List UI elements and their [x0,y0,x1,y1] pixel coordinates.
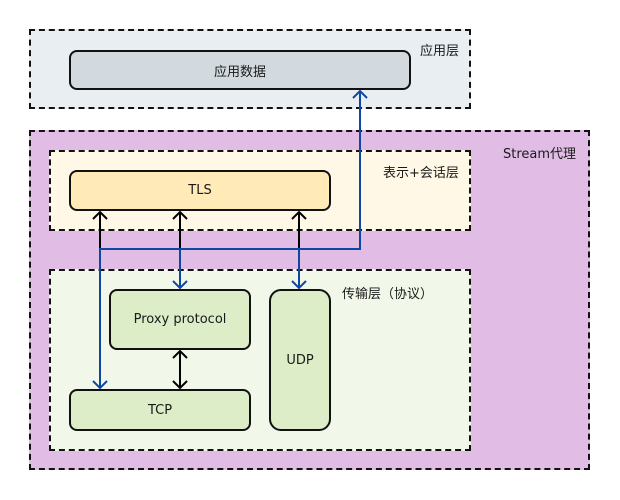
proxy-protocol-label: Proxy protocol [133,312,227,327]
udp-node[interactable]: UDP [269,289,331,431]
transport-layer-label: 传输层（协议） [342,287,434,302]
tls-node[interactable]: TLS [69,170,331,211]
tls-label: TLS [188,183,212,198]
proxy-protocol-node[interactable]: Proxy protocol [109,289,251,350]
app-data-node[interactable]: 应用数据 [69,50,411,90]
tcp-node[interactable]: TCP [69,389,251,431]
tcp-label: TCP [147,402,173,418]
application-layer-label: 应用层 [420,44,460,59]
app-data-label: 应用数据 [213,64,266,80]
presentation-session-layer-label: 表示+会话层 [383,166,459,181]
stream-proxy-label: Stream代理 [503,147,577,162]
udp-label: UDP [286,352,314,368]
